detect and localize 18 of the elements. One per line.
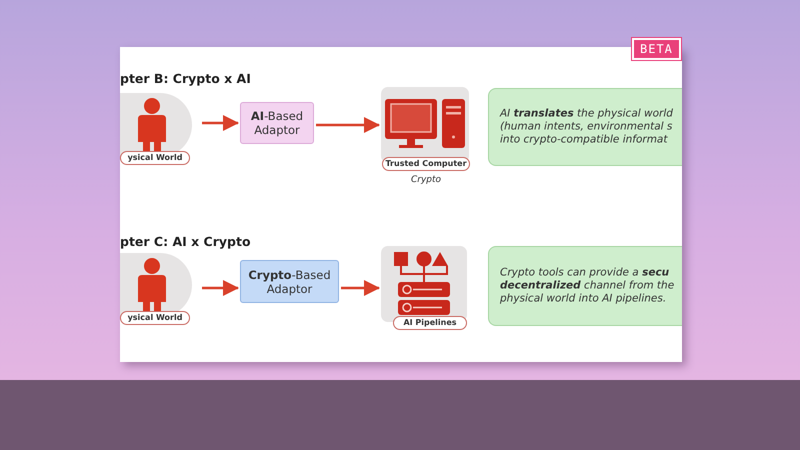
name-tag: ysical World xyxy=(120,151,190,165)
name-tag: ysical World xyxy=(120,311,190,325)
note-box xyxy=(488,246,682,326)
arrow xyxy=(202,280,239,296)
node-label: Crypto xyxy=(410,175,442,185)
section-heading: pter C: AI x Crypto xyxy=(120,234,251,249)
arrow xyxy=(341,280,380,296)
note-box xyxy=(488,88,682,166)
arrow xyxy=(202,115,239,131)
adaptor-box: Crypto-Based Adaptor xyxy=(240,260,339,303)
adaptor-box: AI-Based Adaptor xyxy=(240,102,314,144)
section-heading: pter B: Crypto x AI xyxy=(120,71,251,86)
note-text: AI translates the physical world (human intents, environmental s into crypto-compatible informat xyxy=(500,108,674,146)
name-tag: AI Pipelines xyxy=(393,316,467,330)
name-tag: Trusted Computer xyxy=(382,157,470,171)
note-text: Crypto tools can provide a secu decentralized channel from the physical world into AI pipelines. xyxy=(500,266,676,306)
beta-badge: BETA xyxy=(632,38,681,60)
arrow xyxy=(316,117,380,133)
